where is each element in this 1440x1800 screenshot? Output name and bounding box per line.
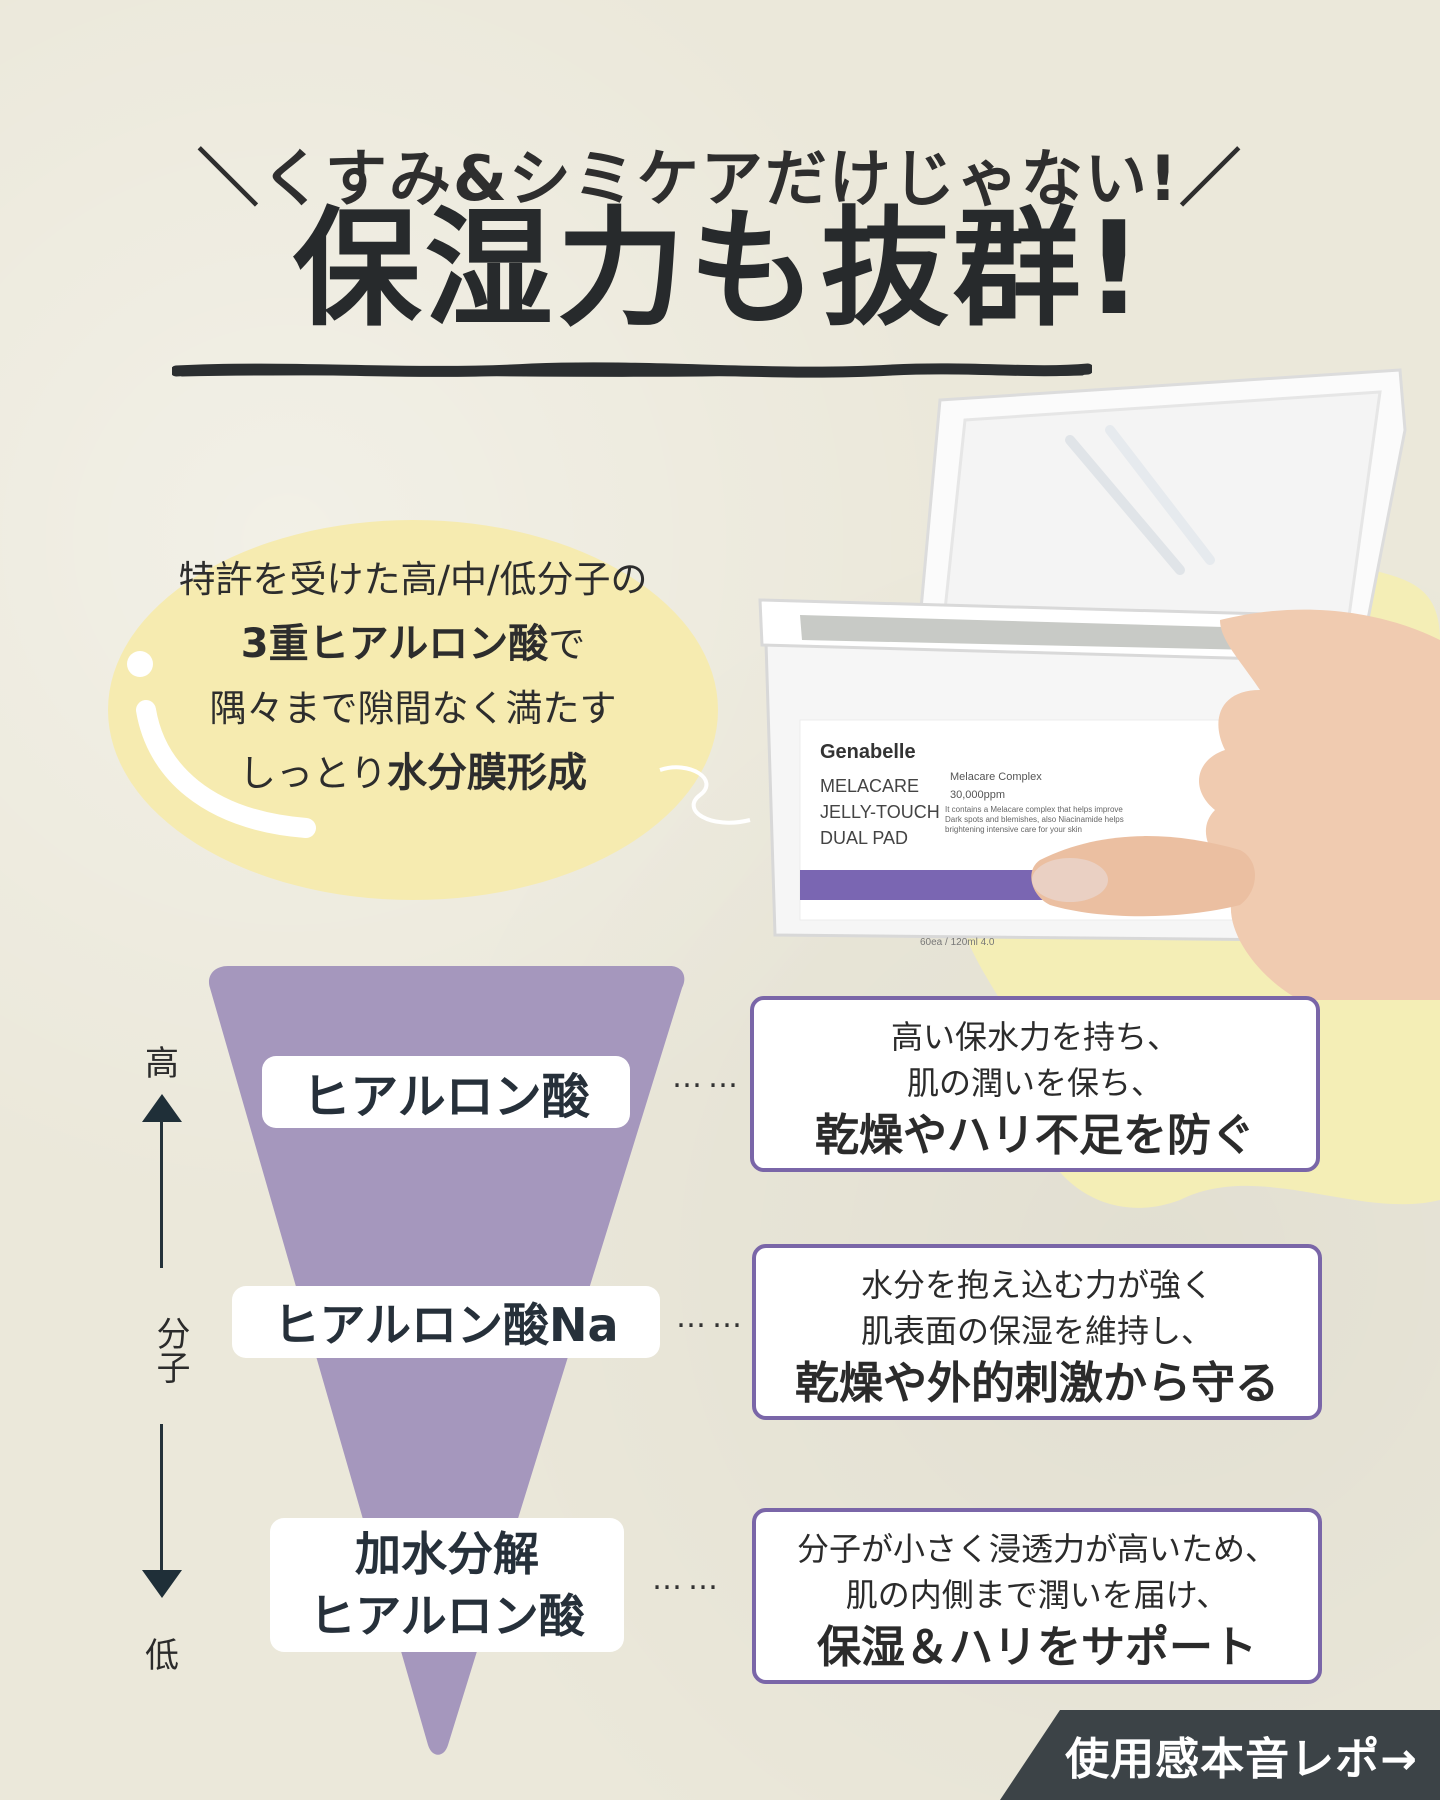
bubble-highlight-stroke (127, 651, 316, 838)
label-3-line-2: ヒアルロン酸 (309, 1589, 585, 1643)
label-3-line-1: 加水分解 (355, 1527, 539, 1581)
axis-label-middle: 分子 (150, 1316, 190, 1384)
card-hydrolyzed-hyaluronic-acid: 分子が小さく浸透力が高いため、 肌の内側まで潤いを届け、 保湿＆ハリをサポート (752, 1508, 1322, 1684)
axis-label-high: 高 (145, 1044, 179, 1084)
product-brand: Genabelle (820, 741, 916, 763)
card-2-line-2: 肌表面の保湿を維持し、 (860, 1312, 1213, 1350)
bubble-line-2: 3重ヒアルロン酸で (108, 612, 718, 677)
axis-line-top (160, 1120, 163, 1268)
label-sodium-hyaluronate: ヒアルロン酸Na (232, 1286, 660, 1358)
bubble-line-2-rest: で (548, 623, 586, 666)
card-hyaluronic-acid: 高い保水力を持ち、 肌の潤いを保ち、 乾燥やハリ不足を防ぐ (750, 996, 1320, 1172)
bubble-line-4-bold: 水分膜形成 (387, 750, 587, 796)
product-complex: Melacare Complex (950, 771, 1042, 783)
bubble-line-2-bold: 3重ヒアルロン酸 (240, 621, 549, 667)
page-title: 保湿力も抜群! (292, 195, 1148, 344)
card-3-highlight: 保湿＆ハリをサポート (817, 1622, 1257, 1673)
dots-3: …… (652, 1562, 724, 1597)
product-name-2: JELLY-TOUCH (820, 802, 940, 822)
card-3-line-2: 肌の内側まで潤いを届け、 (845, 1576, 1229, 1614)
product-image: Genabelle MELACARE JELLY-TOUCH DUAL PAD … (740, 360, 1440, 1000)
product-name-1: MELACARE (820, 776, 919, 796)
card-1-highlight: 乾燥やハリ不足を防ぐ (815, 1110, 1255, 1161)
product-ppm: 30,000ppm (950, 789, 1005, 801)
label-hyaluronic-acid: ヒアルロン酸 (262, 1056, 630, 1128)
card-sodium-hyaluronate: 水分を抱え込む力が強く 肌表面の保湿を維持し、 乾燥や外的刺激から守る (752, 1244, 1322, 1420)
bubble-text: 特許を受けた高/中/低分子の 3重ヒアルロン酸で 隅々まで隙間なく満たす しっと… (108, 548, 718, 806)
bubble-line-3: 隅々まで隙間なく満たす (209, 687, 617, 730)
next-page-link[interactable]: 使用感本音レポ→ (1000, 1710, 1440, 1800)
product-desc: It contains a Melacare complex that help… (945, 805, 1124, 834)
card-2-highlight: 乾燥や外的刺激から守る (795, 1358, 1279, 1409)
dots-2: …… (676, 1300, 748, 1335)
squiggle-decoration (659, 765, 751, 825)
bubble-line-1: 特許を受けた高/中/低分子の (178, 558, 648, 601)
bubble-line-4-pre: しっとり (239, 752, 387, 795)
axis-label-low: 低 (145, 1636, 179, 1676)
info-bubble (108, 520, 718, 900)
product-name-3: DUAL PAD (820, 828, 908, 848)
card-1-line-1: 高い保水力を持ち、 (890, 1018, 1179, 1056)
card-3-line-1: 分子が小さく浸透力が高いため、 (796, 1530, 1277, 1568)
arrow-down-icon (142, 1570, 182, 1598)
card-2-line-1: 水分を抱え込む力が強く (860, 1266, 1213, 1304)
product-volume: 60ea / 120ml 4.0 (920, 937, 995, 948)
card-1-line-2: 肌の潤いを保ち、 (906, 1064, 1163, 1102)
axis-line-bottom (160, 1424, 163, 1572)
bubble-line-4: しっとり水分膜形成 (108, 741, 718, 806)
dots-1: …… (672, 1060, 744, 1095)
kicker-text: ＼くすみ&シミケアだけじゃない!／ (196, 142, 1244, 215)
brush-underline (172, 362, 1092, 378)
arrow-up-icon (142, 1094, 182, 1122)
label-hydrolyzed-hyaluronic-acid: 加水分解 ヒアルロン酸 (270, 1518, 624, 1652)
